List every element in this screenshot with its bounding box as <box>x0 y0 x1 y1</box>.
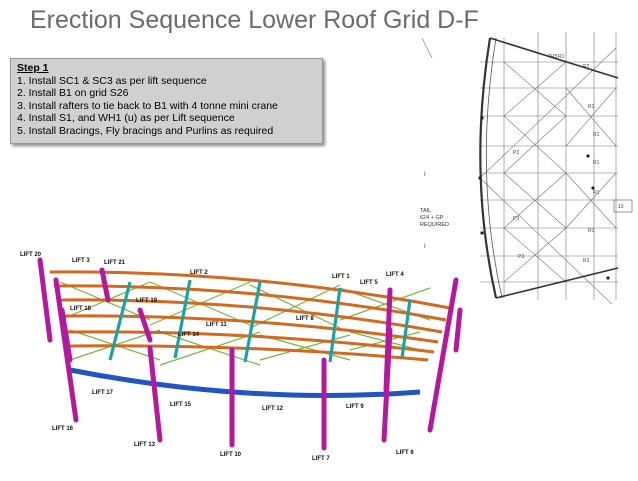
svg-text:I: I <box>424 172 426 178</box>
svg-text:R2: R2 <box>583 64 590 70</box>
structure-3d-model: LIFT 20 LIFT 3 LIFT 21 LIFT 2 LIFT 1 LIF… <box>10 240 470 476</box>
svg-text:P3: P3 <box>513 216 519 222</box>
step-item-3: 3. Install rafters to tie back to B1 wit… <box>17 99 278 112</box>
step-item-2: 2. Install B1 on grid S26 <box>17 87 129 100</box>
svg-text:TR5: TR5 <box>548 54 558 60</box>
drawing-side-note: TAIL 624 + GP REQUIRED <box>420 208 449 229</box>
lift-label-11: LIFT 11 <box>206 322 227 328</box>
lift-label-19: LIFT 19 <box>136 298 158 304</box>
lift-label-9: LIFT 9 <box>346 404 364 410</box>
lift-label-16: LIFT 16 <box>52 426 74 432</box>
drawing-note-line-1: TAIL <box>420 208 432 214</box>
step-item-1: 1. Install SC1 & SC3 as per lift sequenc… <box>17 74 207 87</box>
slide-title: Erection Sequence Lower Roof Grid D-F <box>30 6 479 34</box>
purlin-members <box>108 279 412 363</box>
lift-label-7: LIFT 7 <box>312 456 330 462</box>
lift-label-2: LIFT 2 <box>190 270 208 276</box>
lift-label-12: LIFT 12 <box>262 406 284 412</box>
lift-label-14: LIFT 14 <box>178 332 200 338</box>
lift-label-13: LIFT 13 <box>134 442 156 448</box>
drawing-note-line-2: 624 + GP <box>420 215 444 221</box>
lift-label-8: LIFT 8 <box>296 316 314 322</box>
lift-label-4: LIFT 4 <box>386 272 404 278</box>
svg-text:R1: R1 <box>558 54 565 60</box>
lift-label-18: LIFT 18 <box>70 306 92 312</box>
lift-label-1: LIFT 1 <box>332 274 350 280</box>
step-item-4: 4. Install S1, and WH1 (u) as per Lift s… <box>17 112 235 125</box>
svg-text:R1: R1 <box>588 104 595 110</box>
step-heading: Step 1 <box>17 62 49 74</box>
lift-label-21: LIFT 21 <box>104 260 126 266</box>
model-svg: LIFT 20 LIFT 3 LIFT 21 LIFT 2 LIFT 1 LIF… <box>20 252 463 462</box>
svg-text:R1: R1 <box>593 132 600 138</box>
svg-text:R1: R1 <box>593 160 600 166</box>
svg-text:R1: R1 <box>588 228 595 234</box>
svg-text:I: I <box>424 244 426 250</box>
step-item-5: 5. Install Bracings, Fly bracings and Pu… <box>17 124 274 137</box>
svg-text:13: 13 <box>618 204 624 210</box>
lift-label-3: LIFT 3 <box>72 258 90 264</box>
svg-text:R3: R3 <box>583 258 590 264</box>
lift-label-20: LIFT 20 <box>20 252 42 258</box>
svg-text:P3: P3 <box>513 150 519 156</box>
lift-label-17: LIFT 17 <box>92 390 114 396</box>
svg-text:P3: P3 <box>518 254 524 260</box>
lift-label-15: LIFT 15 <box>170 402 192 408</box>
svg-text:R1: R1 <box>593 190 600 196</box>
lift-label-5: LIFT 5 <box>360 280 378 286</box>
drawing-note-line-3: REQUIRED <box>420 222 450 228</box>
column-members <box>37 257 463 451</box>
lift-label-6: LIFT 6 <box>396 450 414 456</box>
main-beam <box>69 367 421 399</box>
step-instructions-box: Step 1 1. Install SC1 & SC3 as per lift … <box>10 58 323 144</box>
lift-label-10: LIFT 10 <box>220 452 242 458</box>
